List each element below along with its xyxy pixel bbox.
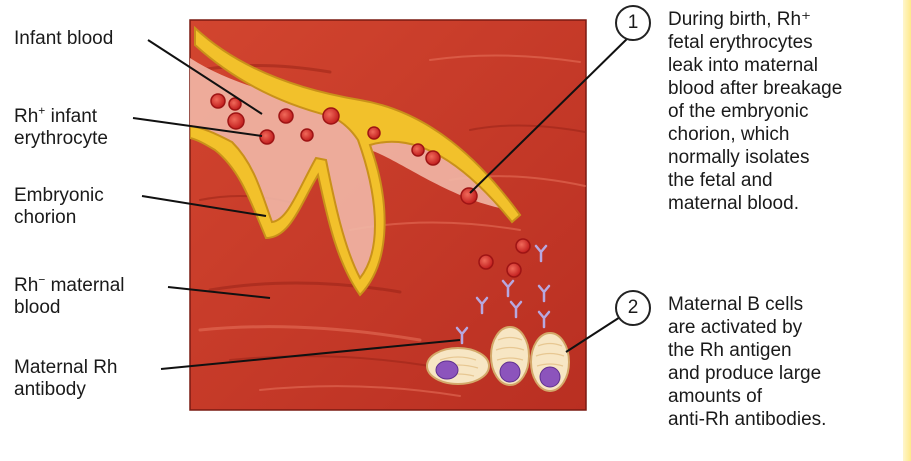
label-rh-infant-suffix: infant xyxy=(45,106,97,127)
erythrocyte xyxy=(507,263,521,277)
step-2-line: amounts of xyxy=(668,385,826,408)
erythrocyte xyxy=(211,94,225,108)
right-edge-strip xyxy=(903,0,911,461)
step-1-line: leak into maternal xyxy=(668,54,842,77)
step-2-line: the Rh antigen xyxy=(668,339,826,362)
step-2-line: anti-Rh antibodies. xyxy=(668,408,826,431)
erythrocyte xyxy=(426,151,440,165)
erythrocyte xyxy=(228,113,244,129)
step-1-line: blood after breakage xyxy=(668,77,842,100)
label-maternal-rh-antibody: Maternal Rh antibody xyxy=(14,357,118,401)
step-1-line: of the embryonic xyxy=(668,100,842,123)
erythrocyte xyxy=(516,239,530,253)
label-maternal-blood: blood xyxy=(14,297,61,318)
step-1-line: fetal erythrocytes xyxy=(668,31,842,54)
label-rh-infant-erythrocyte: Rh+ infant erythrocyte xyxy=(14,106,108,150)
erythrocyte xyxy=(260,130,274,144)
step-2-number-circle: 2 xyxy=(615,290,651,326)
step-1-line: chorion, which xyxy=(668,123,842,146)
label-chorion-line1: Embryonic xyxy=(14,185,104,206)
step-2-line: are activated by xyxy=(668,316,826,339)
label-maternal-suffix: maternal xyxy=(45,275,124,296)
erythrocyte xyxy=(368,127,380,139)
b-cell xyxy=(427,348,489,384)
label-antibody-line1: Maternal Rh xyxy=(14,357,118,378)
step-2-line: Maternal B cells xyxy=(668,293,826,316)
step-1-line: the fetal and xyxy=(668,169,842,192)
b-cell xyxy=(531,333,569,391)
step-2-text: Maternal B cells are activated by the Rh… xyxy=(668,293,826,431)
step-2-line: and produce large xyxy=(668,362,826,385)
label-rh-infant-prefix: Rh xyxy=(14,106,38,127)
label-infant-blood: Infant blood xyxy=(14,28,113,50)
label-rh-negative-maternal-blood: Rh− maternal blood xyxy=(14,275,125,319)
erythrocyte xyxy=(279,109,293,123)
step-1-line: During birth, Rh⁺ xyxy=(668,8,842,31)
step-1-line: normally isolates xyxy=(668,146,842,169)
erythrocyte xyxy=(412,144,424,156)
erythrocyte xyxy=(323,108,339,124)
step-1-line: maternal blood. xyxy=(668,192,842,215)
label-erythrocyte: erythrocyte xyxy=(14,128,108,149)
label-chorion-line2: chorion xyxy=(14,207,76,228)
step-1-text: During birth, Rh⁺ fetal erythrocytes lea… xyxy=(668,8,842,215)
step-1-number-circle: 1 xyxy=(615,5,651,41)
label-embryonic-chorion: Embryonic chorion xyxy=(14,185,104,229)
b-cell xyxy=(491,327,529,385)
label-maternal-prefix: Rh xyxy=(14,275,38,296)
label-antibody-line2: antibody xyxy=(14,379,86,400)
erythrocyte xyxy=(461,188,477,204)
erythrocyte xyxy=(479,255,493,269)
erythrocyte xyxy=(301,129,313,141)
